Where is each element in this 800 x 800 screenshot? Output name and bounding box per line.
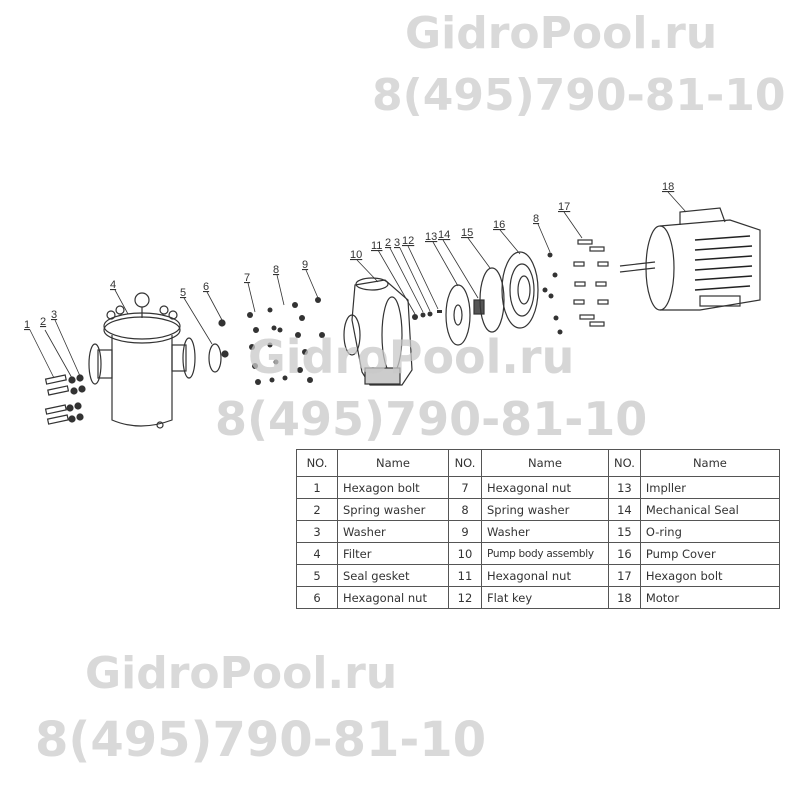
part-number: 10	[448, 542, 482, 565]
part-name: Hexagonal nut	[481, 476, 609, 499]
part-number: 6	[296, 586, 338, 609]
callout-14: 14	[438, 229, 450, 241]
part-name: Seal gesket	[337, 564, 449, 587]
callout-1: 1	[24, 319, 30, 331]
washers-2-3	[66, 374, 86, 423]
spring-washers-8	[542, 252, 563, 335]
part-number: 17	[608, 564, 641, 587]
nuts-key-11-12	[412, 310, 442, 320]
header-no: NO.	[608, 449, 641, 477]
part-number: 8	[448, 498, 482, 521]
seal-gasket	[208, 343, 222, 373]
callout-6: 6	[203, 281, 209, 293]
callout-12: 12	[402, 235, 414, 247]
watermark-phone-middle: 8(495)790-81-10	[215, 392, 648, 446]
part-name: Impller	[639, 476, 781, 499]
part-name: Spring washer	[337, 498, 449, 521]
part-number: 15	[608, 520, 641, 543]
part-number: 7	[448, 476, 482, 499]
callout-15: 15	[461, 227, 473, 239]
callout-2b: 2	[385, 237, 391, 249]
callout-3: 3	[51, 309, 57, 321]
part-number: 3	[296, 520, 338, 543]
leader-lines	[29, 191, 687, 379]
header-no: NO.	[296, 449, 338, 477]
o-ring	[479, 267, 505, 333]
callout-3b: 3	[394, 237, 400, 249]
watermark-phone-bottom: 8(495)790-81-10	[35, 712, 487, 768]
watermark-phone-top: 8(495)790-81-10	[372, 70, 786, 121]
header-name: Name	[337, 449, 449, 477]
callout-13: 13	[425, 231, 437, 243]
part-number: 18	[608, 586, 641, 609]
part-number: 2	[296, 498, 338, 521]
part-number: 4	[296, 542, 338, 565]
hexagon-bolts-1	[44, 374, 70, 425]
part-name: O-ring	[639, 520, 781, 543]
callout-4: 4	[110, 279, 116, 291]
callout-11: 11	[371, 240, 382, 252]
part-name: Mechanical Seal	[639, 498, 781, 521]
exploded-view-drawing: 1 2 3 4 5 6 7 8 9 10 11 2 3 12 13 14 15 …	[24, 181, 761, 429]
callout-16: 16	[493, 219, 505, 231]
part-name: Washer	[481, 520, 609, 543]
callout-8: 8	[273, 264, 279, 276]
part-number: 16	[608, 542, 641, 565]
motor	[619, 207, 761, 311]
part-name: Hexagon bolt	[639, 564, 781, 587]
part-number: 12	[448, 586, 482, 609]
part-number: 13	[608, 476, 641, 499]
watermark-site-bottom: GidroPool.ru	[85, 648, 398, 699]
part-name: Hexagonal nut	[481, 564, 609, 587]
callout-10: 10	[350, 249, 362, 261]
callout-2: 2	[40, 316, 46, 328]
part-number: 9	[448, 520, 482, 543]
part-number: 11	[448, 564, 482, 587]
part-number: 1	[296, 476, 338, 499]
table-header-row: NO. Name NO. Name NO. Name	[296, 449, 781, 477]
part-number: 5	[296, 564, 338, 587]
watermark-site-top: GidroPool.ru	[405, 8, 718, 59]
pump-body	[343, 277, 413, 386]
part-number: 14	[608, 498, 641, 521]
callout-labels: 1 2 3 4 5 6 7 8 9 10 11 2 3 12 13 14 15 …	[24, 181, 674, 331]
callout-9: 9	[302, 259, 308, 271]
part-name: Spring washer	[481, 498, 609, 521]
header-name: Name	[481, 449, 609, 477]
callout-8b: 8	[533, 213, 539, 225]
hexagonal-nuts-6	[218, 319, 229, 358]
header-name: Name	[639, 449, 781, 477]
part-name: Hexagon bolt	[337, 476, 449, 499]
callout-7: 7	[244, 272, 250, 284]
part-name: Filter	[337, 542, 449, 565]
part-name: Motor	[639, 586, 781, 609]
watermark-site-middle: GidroPool.ru	[248, 330, 575, 384]
callout-18: 18	[662, 181, 674, 193]
callout-5: 5	[180, 287, 186, 299]
pump-cover	[501, 251, 539, 329]
callout-17: 17	[558, 201, 570, 213]
part-name: Flat key	[481, 586, 609, 609]
part-name: Pump Cover	[639, 542, 781, 565]
filter-housing	[88, 292, 196, 429]
impeller	[445, 284, 471, 346]
hexagon-bolts-17	[573, 239, 609, 327]
nuts-washers-7-8-9	[247, 297, 325, 385]
part-name: Hexagonal nut	[337, 586, 449, 609]
mechanical-seal	[473, 299, 485, 315]
part-name: Pump body assembly	[481, 542, 609, 565]
part-name: Washer	[337, 520, 449, 543]
header-no: NO.	[448, 449, 482, 477]
